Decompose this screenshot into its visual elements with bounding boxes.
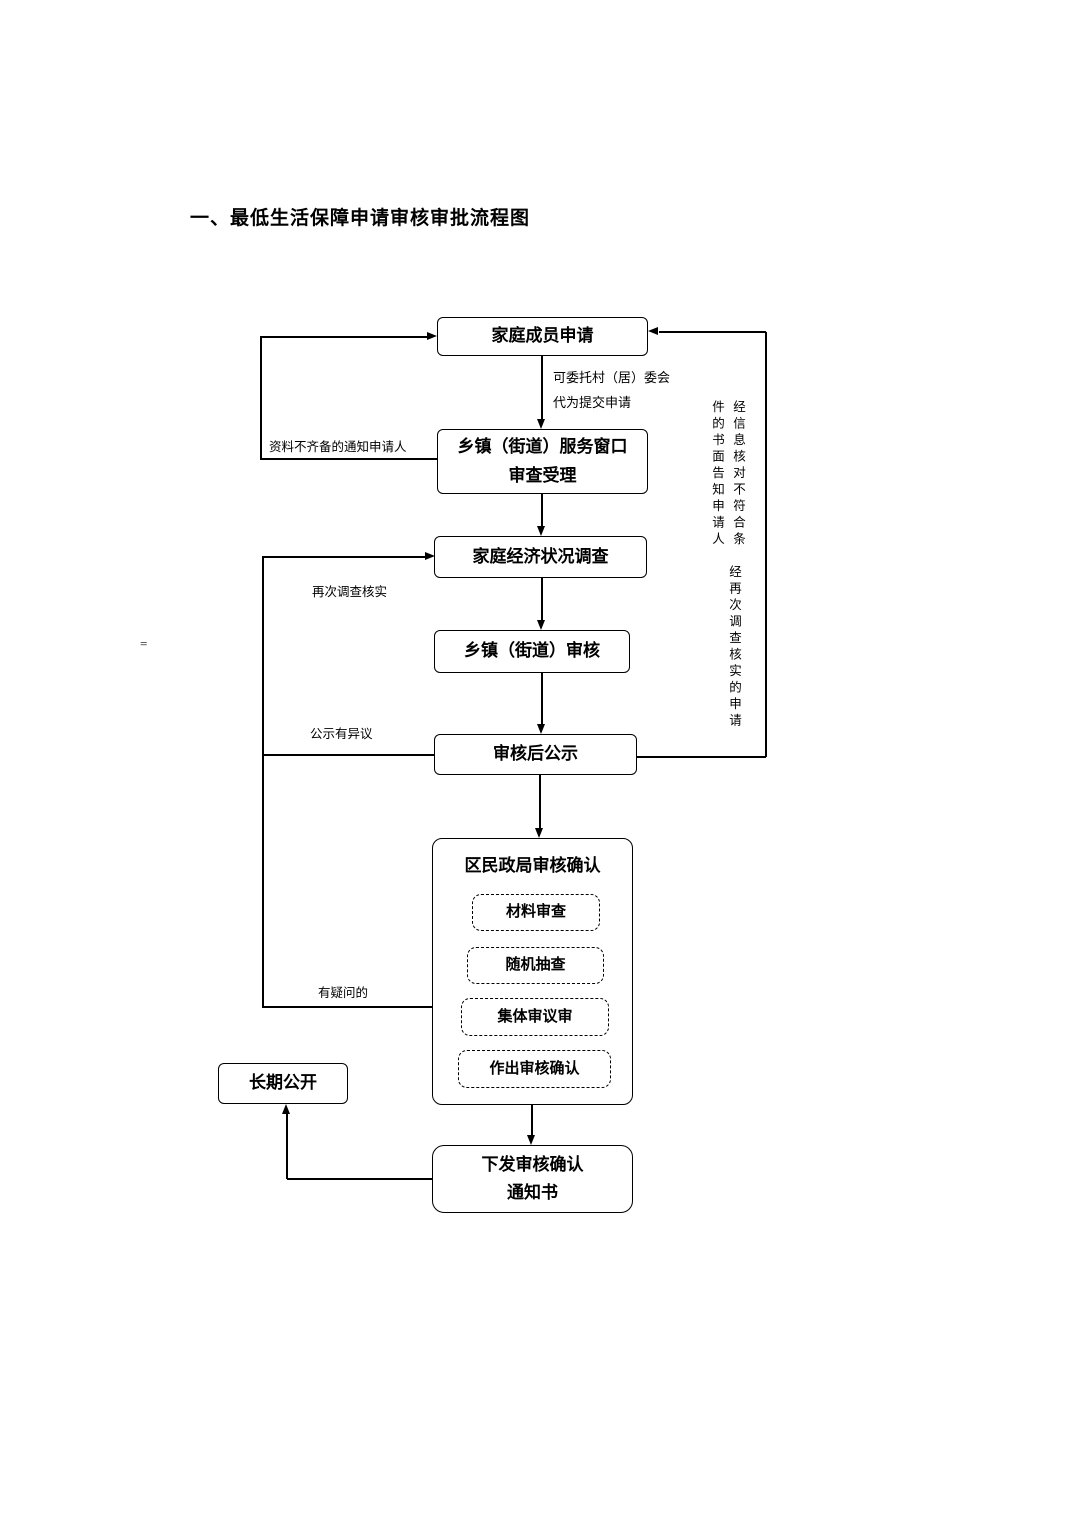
feedback-right-rail-vline — [765, 332, 767, 757]
arrow-survey-to-review-line — [541, 578, 543, 621]
arrow-notice-to-public-hline — [287, 1178, 432, 1180]
feedback-incomplete-vline — [260, 337, 262, 459]
page-title: 一、最低生活保障申请审核审批流程图 — [190, 208, 531, 229]
arrow-window-to-survey-head — [537, 526, 545, 536]
label-info-check-notify: 经信息核对不符合条 件的书面告知申请人 — [710, 400, 745, 549]
node-collective-review: 集体审议审 — [461, 998, 609, 1036]
arrow-publicity-to-district-head — [535, 828, 543, 838]
feedback-to-survey-hline — [262, 556, 425, 558]
arrow-window-to-survey-line — [541, 494, 543, 527]
feedback-left-rail-vline — [262, 557, 264, 1007]
feedback-to-apply-head — [648, 327, 658, 335]
label-entrust-committee: 可委托村（居）委会 代为提交申请 — [553, 370, 671, 411]
feedback-doubt-hline — [262, 1006, 432, 1008]
arrow-apply-to-window-head — [537, 419, 545, 429]
node-random-check: 随机抽查 — [467, 947, 604, 984]
feedback-incomplete-head — [427, 332, 437, 340]
arrow-apply-to-window-line — [541, 356, 543, 420]
feedback-right-bottom-hline — [637, 756, 766, 758]
node-long-term-public: 长期公开 — [218, 1063, 348, 1104]
stray-equals-mark: = — [140, 636, 148, 651]
node-issue-confirmation-notice: 下发审核确认 通知书 — [432, 1145, 633, 1213]
node-family-economic-survey: 家庭经济状况调查 — [434, 536, 647, 578]
label-reinvestigate: 再次调查核实 — [312, 585, 388, 599]
feedback-right-top-hline — [659, 331, 766, 333]
label-incomplete-materials: 资料不齐备的通知申请人 — [269, 440, 407, 454]
node-township-service-window: 乡镇（街道）服务窗口 审查受理 — [437, 429, 648, 494]
arrow-review-to-publicity-line — [541, 673, 543, 725]
node-make-confirmation: 作出审核确认 — [458, 1050, 611, 1088]
arrow-review-to-publicity-head — [537, 724, 545, 734]
feedback-incomplete-top-hline — [260, 336, 428, 338]
arrow-notice-to-public-vline — [286, 1112, 288, 1179]
node-township-review: 乡镇（街道）审核 — [434, 630, 630, 673]
label-publicity-objection: 公示有异议 — [310, 727, 373, 741]
label-reinvestigated-application: 经再次调查核实的申请 — [727, 565, 741, 730]
feedback-to-survey-head — [425, 552, 435, 560]
node-material-review: 材料审查 — [472, 894, 600, 931]
label-doubt: 有疑问的 — [318, 986, 369, 1000]
arrow-district-to-notice-head — [527, 1135, 535, 1145]
arrow-survey-to-review-head — [537, 620, 545, 630]
district-confirm-title: 区民政局审核确认 — [464, 856, 601, 875]
feedback-objection-hline — [262, 754, 434, 756]
node-post-review-publicity: 审核后公示 — [434, 734, 637, 775]
arrow-district-to-notice-line — [531, 1105, 533, 1136]
arrow-publicity-to-district-line — [539, 775, 541, 829]
arrow-notice-to-public-head — [282, 1104, 290, 1114]
feedback-incomplete-hline — [260, 458, 437, 460]
node-family-apply: 家庭成员申请 — [437, 317, 648, 356]
